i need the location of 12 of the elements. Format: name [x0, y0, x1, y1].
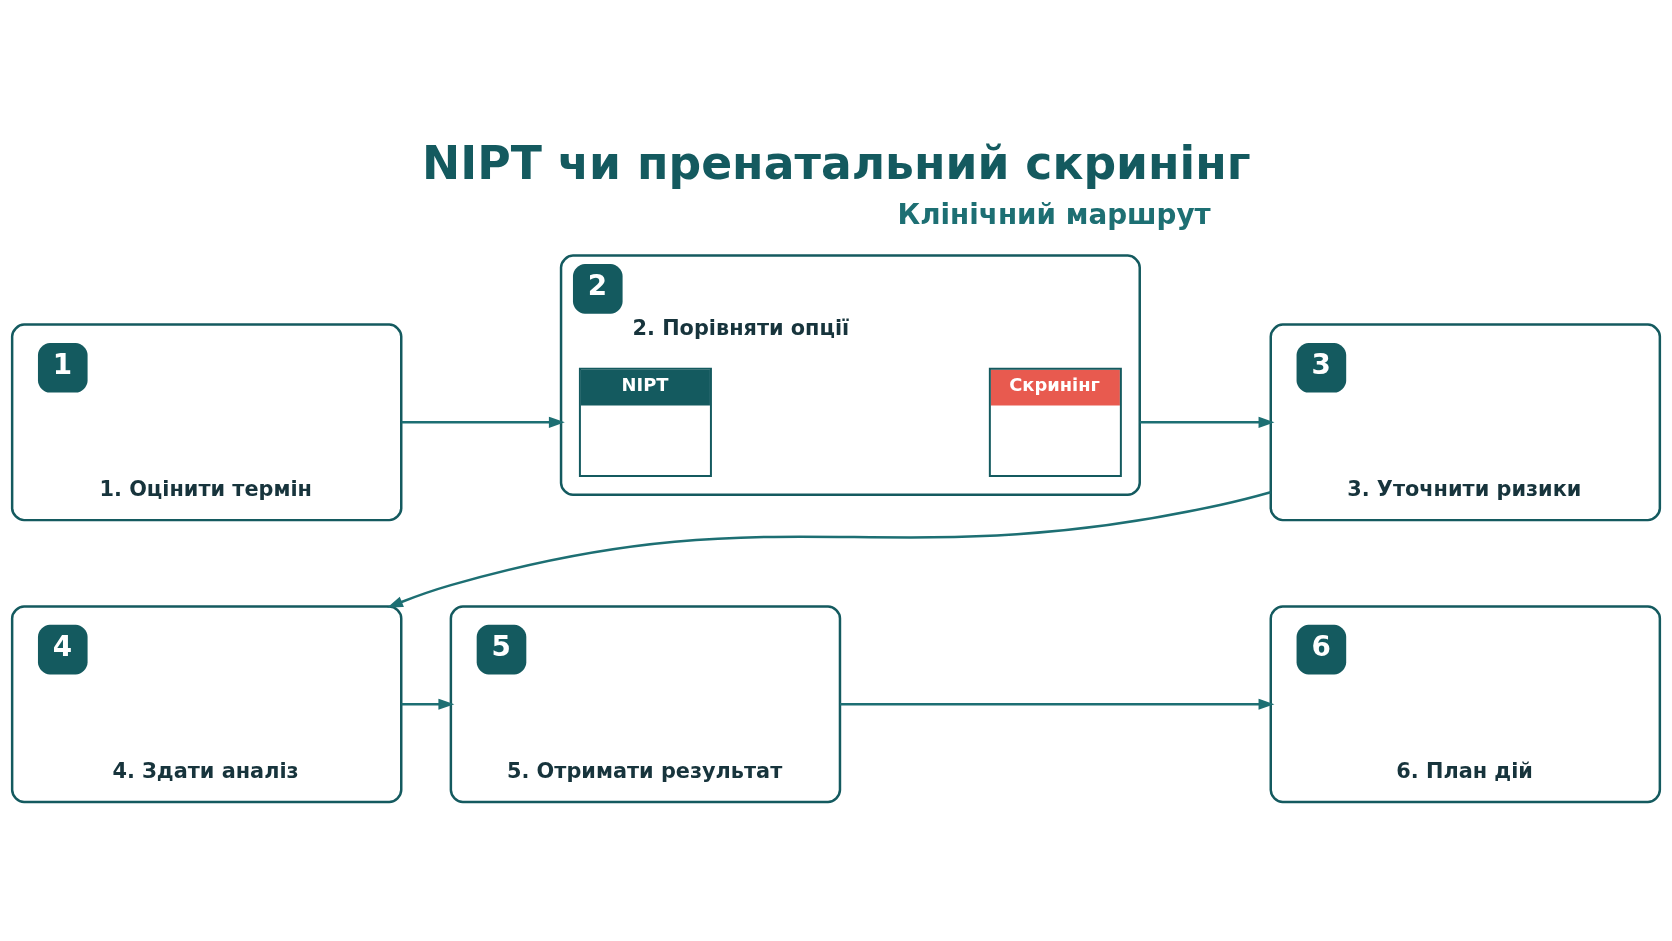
- arrow: [401, 698, 455, 710]
- node-box: 4 4. Здати аналіз: [10, 604, 403, 803]
- node-box: 1 1. Оцінити термін: [10, 322, 403, 521]
- node-box: 3 3. Уточнити ризики: [1269, 322, 1662, 521]
- node-box: 6 6. План дій: [1269, 604, 1662, 803]
- arrow: [401, 416, 565, 428]
- diagram-title: NIPT чи пренатальний скринінг: [422, 136, 1251, 190]
- arrow: [840, 698, 1275, 710]
- node-box: 5 5. Отримати результат: [449, 604, 842, 803]
- arrow: [387, 490, 1271, 608]
- label: Клінічний маршрут: [897, 197, 1211, 231]
- arrow: [1139, 416, 1275, 428]
